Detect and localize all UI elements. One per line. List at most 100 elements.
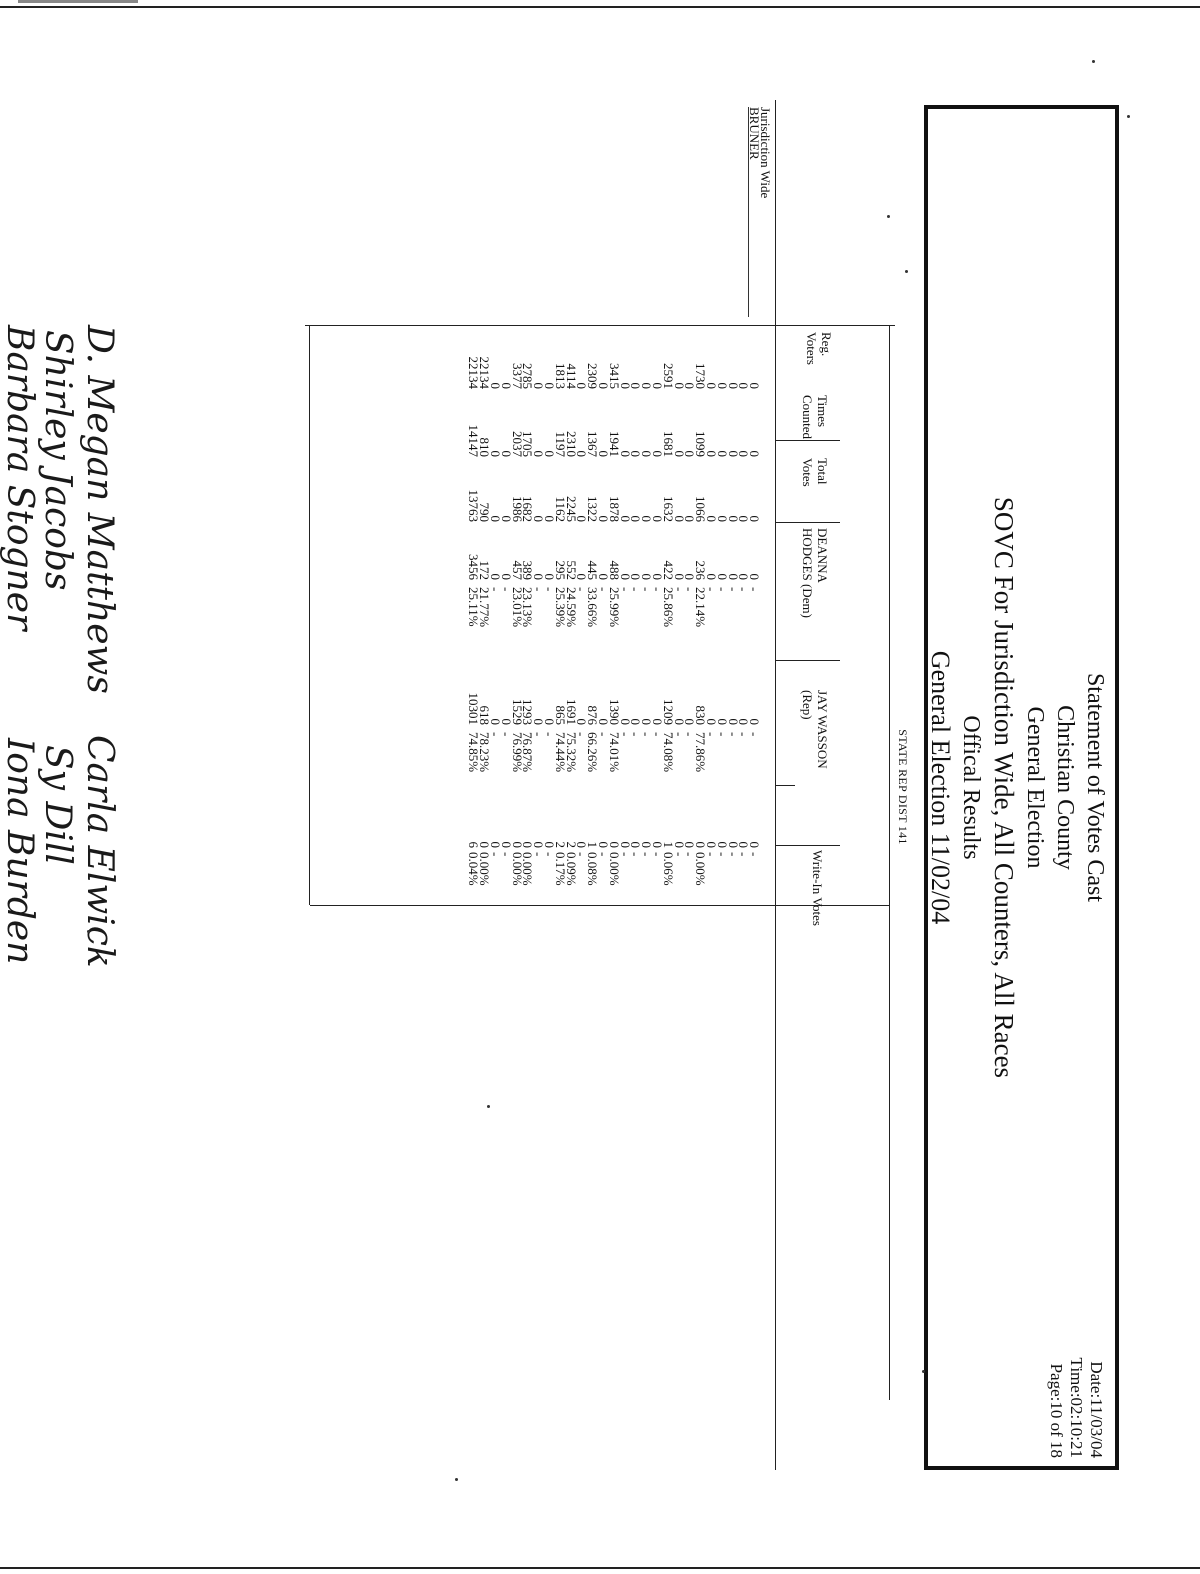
county-name: Christian County [1052,705,1078,870]
table-cell-reg: 0 [639,382,655,390]
wasson-pct-column: -----77.86%--74.08%----74.01%-66.26%-75.… [466,732,763,807]
table-cell-c1p: - [725,587,741,592]
table-cell-reg: 1730 [693,363,709,389]
table-cell-c2p: - [714,732,730,737]
table-cell-reg: 22134 [466,356,482,390]
table-cell-times: 1367 [585,431,601,457]
table-cell-c2p: 66.26% [585,732,601,773]
scan-border-bottom [0,1567,1200,1569]
table-rule-bottom [309,325,310,905]
table-cell-times: 1941 [606,431,622,457]
table-cell-times: 14147 [466,424,482,458]
table-cell-c1p: - [639,587,655,592]
table-cell-total: 13763 [466,489,482,523]
table-cell-wp: 0.08% [585,852,601,886]
scan-speck [1127,115,1130,118]
report-header-box: Statement of Votes Cast Christian County… [924,105,1119,1470]
page-number: Page:10 of 18 [1047,1363,1066,1458]
col-divider [776,522,840,523]
table-cell-c2: 10301 [466,692,482,726]
scan-speck [922,1370,925,1373]
table-cell-total: 1632 [660,496,676,522]
table-cell-wp: 0.17% [552,852,568,886]
table-cell-wp: 0.00% [693,852,709,886]
table-cell-total: 1162 [552,496,568,522]
table-cell-c1p: 25.86% [660,587,676,628]
table-cell-c1: 3456 [466,554,482,580]
table-cell-w: 6 [466,841,482,849]
table-cell-c2p: - [725,732,741,737]
table-cell-c2p: - [628,732,644,737]
race-title: STATE REP DIST 141 [896,729,910,845]
report-description: SOVC For Jurisdiction Wide, All Counters… [989,496,1019,1079]
hodges-pct-column: -----22.14%--25.86%----25.99%-33.66%-24.… [466,587,763,662]
table-cell-reg: 2591 [660,363,676,389]
table-cell-c1p: - [747,587,763,592]
table-cell-times: 0 [736,450,752,458]
table-cell-c2p: 76.99% [509,732,525,773]
table-cell-total: 1986 [509,496,525,522]
table-cell-total: 1322 [585,496,601,522]
col-header-wasson: JAY WASSON(Rep) [800,690,830,769]
table-cell-times: 1681 [660,431,676,457]
table-cell-total: 1878 [606,496,622,522]
table-cell-c1p: - [736,587,752,592]
table-cell-times: 2037 [509,431,525,457]
table-cell-c2p: 74.01% [606,732,622,773]
jurisdiction-column: Jurisdiction Wide BRUNERCASSIDYCHADWICK/… [748,107,770,317]
signature-4: Carla Elwick [79,735,120,968]
write-in-pct-column: -----0.00%--0.06%----0.00%-0.08%-0.09%0.… [466,852,762,907]
scan-border-top [0,6,1200,8]
jurisdiction-header: Jurisdiction Wide [759,107,770,199]
table-cell-reg: 1813 [552,363,568,389]
signature-3: Barbara Stogner [0,325,40,631]
table-cell-c1p: 33.66% [585,587,601,628]
table-cell-c2p: - [747,732,763,737]
table-cell-total: 0 [725,515,741,523]
table-cell-c1p: 22.14% [693,587,709,628]
jurisdiction-name: BRUNER [748,107,760,317]
table-cell-total: 0 [736,515,752,523]
table-cell-wp: - [628,852,644,857]
scan-speck [887,215,890,218]
scan-speck [455,1478,458,1481]
signature-6: Iona Burden [0,738,40,965]
table-cell-times: 0 [628,450,644,458]
table-cell-wp: 0.04% [466,852,482,886]
table-cell-times: 0 [747,450,763,458]
signature-5: Sy Dill [37,745,78,865]
col-header-write-in: Write-In Votes [810,850,825,926]
table-cell-wp: 0.00% [509,852,525,886]
table-cell-times: 0 [725,450,741,458]
col-divider [775,785,795,786]
table-cell-total: 0 [639,515,655,523]
table-cell-wp: - [714,852,730,857]
election-type: General Election [1022,706,1048,869]
table-cell-wp: - [736,852,752,857]
table-cell-reg: 2309 [585,363,601,389]
col-divider [776,440,840,441]
report-title: Statement of Votes Cast [1082,672,1108,903]
table-cell-c1p: - [714,587,730,592]
signature-2: Shirley Jacobs [37,330,78,591]
table-cell-reg: 0 [714,382,730,390]
table-cell-c1p: 25.99% [606,587,622,628]
table-cell-c2p: 77.86% [693,732,709,773]
table-cell-reg: 3377 [509,363,525,389]
table-cell-c2p: 74.08% [660,732,676,773]
table-cell-wp: 0.06% [660,852,676,886]
scan-artifact [18,0,138,3]
col-divider [776,845,840,846]
table-cell-reg: 0 [736,382,752,390]
table-cell-c2p: 74.85% [466,732,482,773]
signature-1: D. Megan Matthews [79,325,120,694]
